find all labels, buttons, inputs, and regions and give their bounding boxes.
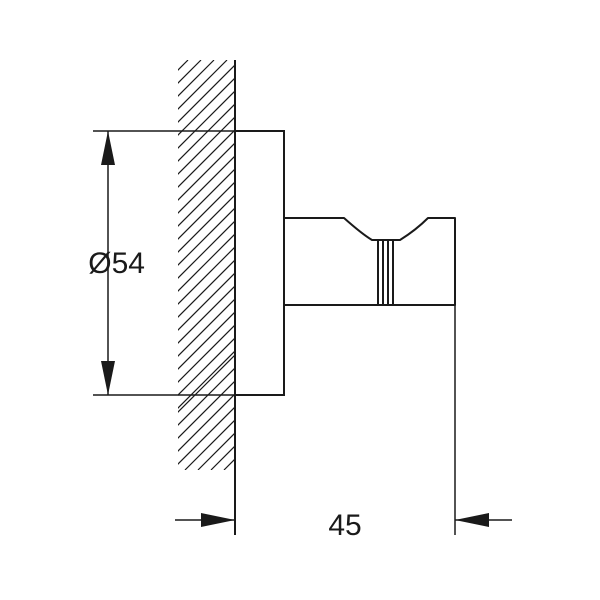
hatch-line [178,103,235,162]
arrow-right-icon [201,513,235,527]
hatch-line [178,116,235,175]
hatch-line [178,354,235,413]
arrow-left-icon [455,513,489,527]
projection-dimension [175,305,512,535]
hatch-line [178,246,235,305]
hook-tip [392,217,456,306]
hatch-line [178,90,235,149]
hatch-line [178,393,235,452]
hook-neck-groove [377,239,394,306]
hook-body [283,217,379,306]
hatch-line [178,233,235,292]
arrow-up-icon [101,131,115,165]
wall-hatching [178,60,235,470]
arrow-down-icon [101,361,115,395]
hatch-line [178,367,235,426]
hatch-line [178,350,235,409]
hatch-line [178,77,235,136]
projection-label: 45 [328,509,361,542]
hatch-line [178,259,235,318]
rosette-plate [234,130,285,396]
diameter-dimension [93,130,235,396]
hatch-line [178,220,235,279]
hatch-line [178,380,235,439]
diameter-label: Ø54 [88,247,145,280]
